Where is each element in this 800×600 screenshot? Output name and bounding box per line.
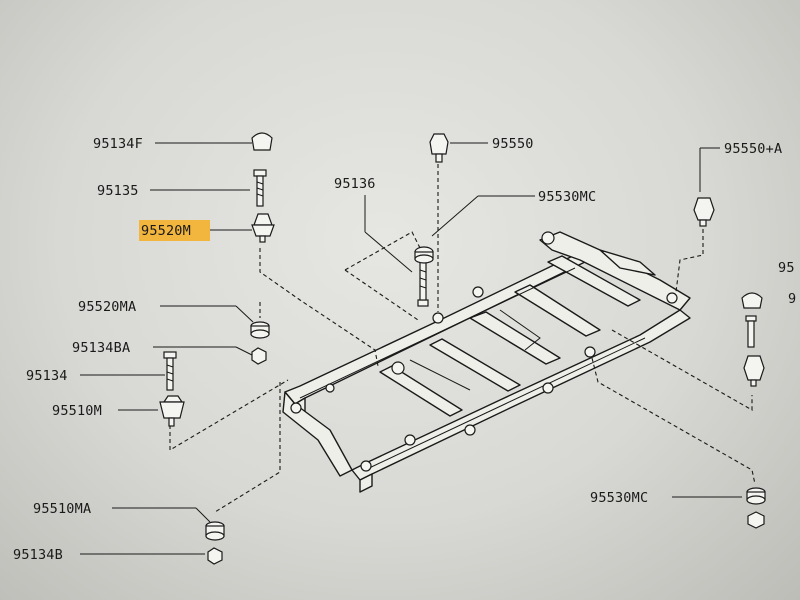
part-icons: [159, 132, 766, 565]
part-label-95530MC-top[interactable]: 95530MC: [538, 189, 596, 205]
part-label-95520MA[interactable]: 95520MA: [78, 299, 136, 315]
body-mount-right-icon: [693, 197, 715, 227]
body-mount-insulator-icon: [251, 213, 275, 243]
long-bolt-icon: [417, 261, 429, 307]
bolt-icon: [253, 169, 267, 207]
washer-right-icon: [746, 487, 766, 529]
part-label-95134B[interactable]: 95134B: [13, 547, 63, 563]
part-label-95530MC-bottom[interactable]: 95530MC: [590, 490, 648, 506]
part-label-95136[interactable]: 95136: [334, 176, 376, 192]
right-edge-parts-icon: [741, 292, 765, 387]
part-label-95-cutoff[interactable]: 95: [778, 260, 795, 276]
body-mount-icon: [429, 133, 449, 163]
bolt-left-icon: [163, 351, 177, 391]
cap-nut-icon: [251, 132, 273, 151]
chassis-frame: [282, 231, 691, 493]
part-label-95520M[interactable]: 95520M: [141, 223, 191, 239]
part-label-95134BA[interactable]: 95134BA: [72, 340, 130, 356]
part-label-95550A[interactable]: 95550+A: [724, 141, 782, 157]
part-label-95134F[interactable]: 95134F: [93, 136, 143, 152]
part-label-95135[interactable]: 95135: [97, 183, 139, 199]
rear-lower-insulator-icon: [205, 521, 225, 541]
part-label-9-cutoff[interactable]: 9: [788, 291, 796, 307]
part-label-95510MA[interactable]: 95510MA: [33, 501, 91, 517]
nut-bottom-icon: [207, 547, 223, 565]
part-label-95550[interactable]: 95550: [492, 136, 534, 152]
nut-icon: [251, 347, 267, 365]
lower-insulator-icon: [250, 321, 270, 339]
part-label-95510M[interactable]: 95510M: [52, 403, 102, 419]
part-label-95134[interactable]: 95134: [26, 368, 68, 384]
part-number-labels: 95134F 95135 95520M 95136 95550 95530MC …: [13, 136, 796, 563]
label-highlight: [139, 220, 210, 241]
washer-icon: [414, 246, 434, 264]
leader-lines: [80, 142, 756, 555]
rear-mount-insulator-icon: [159, 395, 185, 427]
